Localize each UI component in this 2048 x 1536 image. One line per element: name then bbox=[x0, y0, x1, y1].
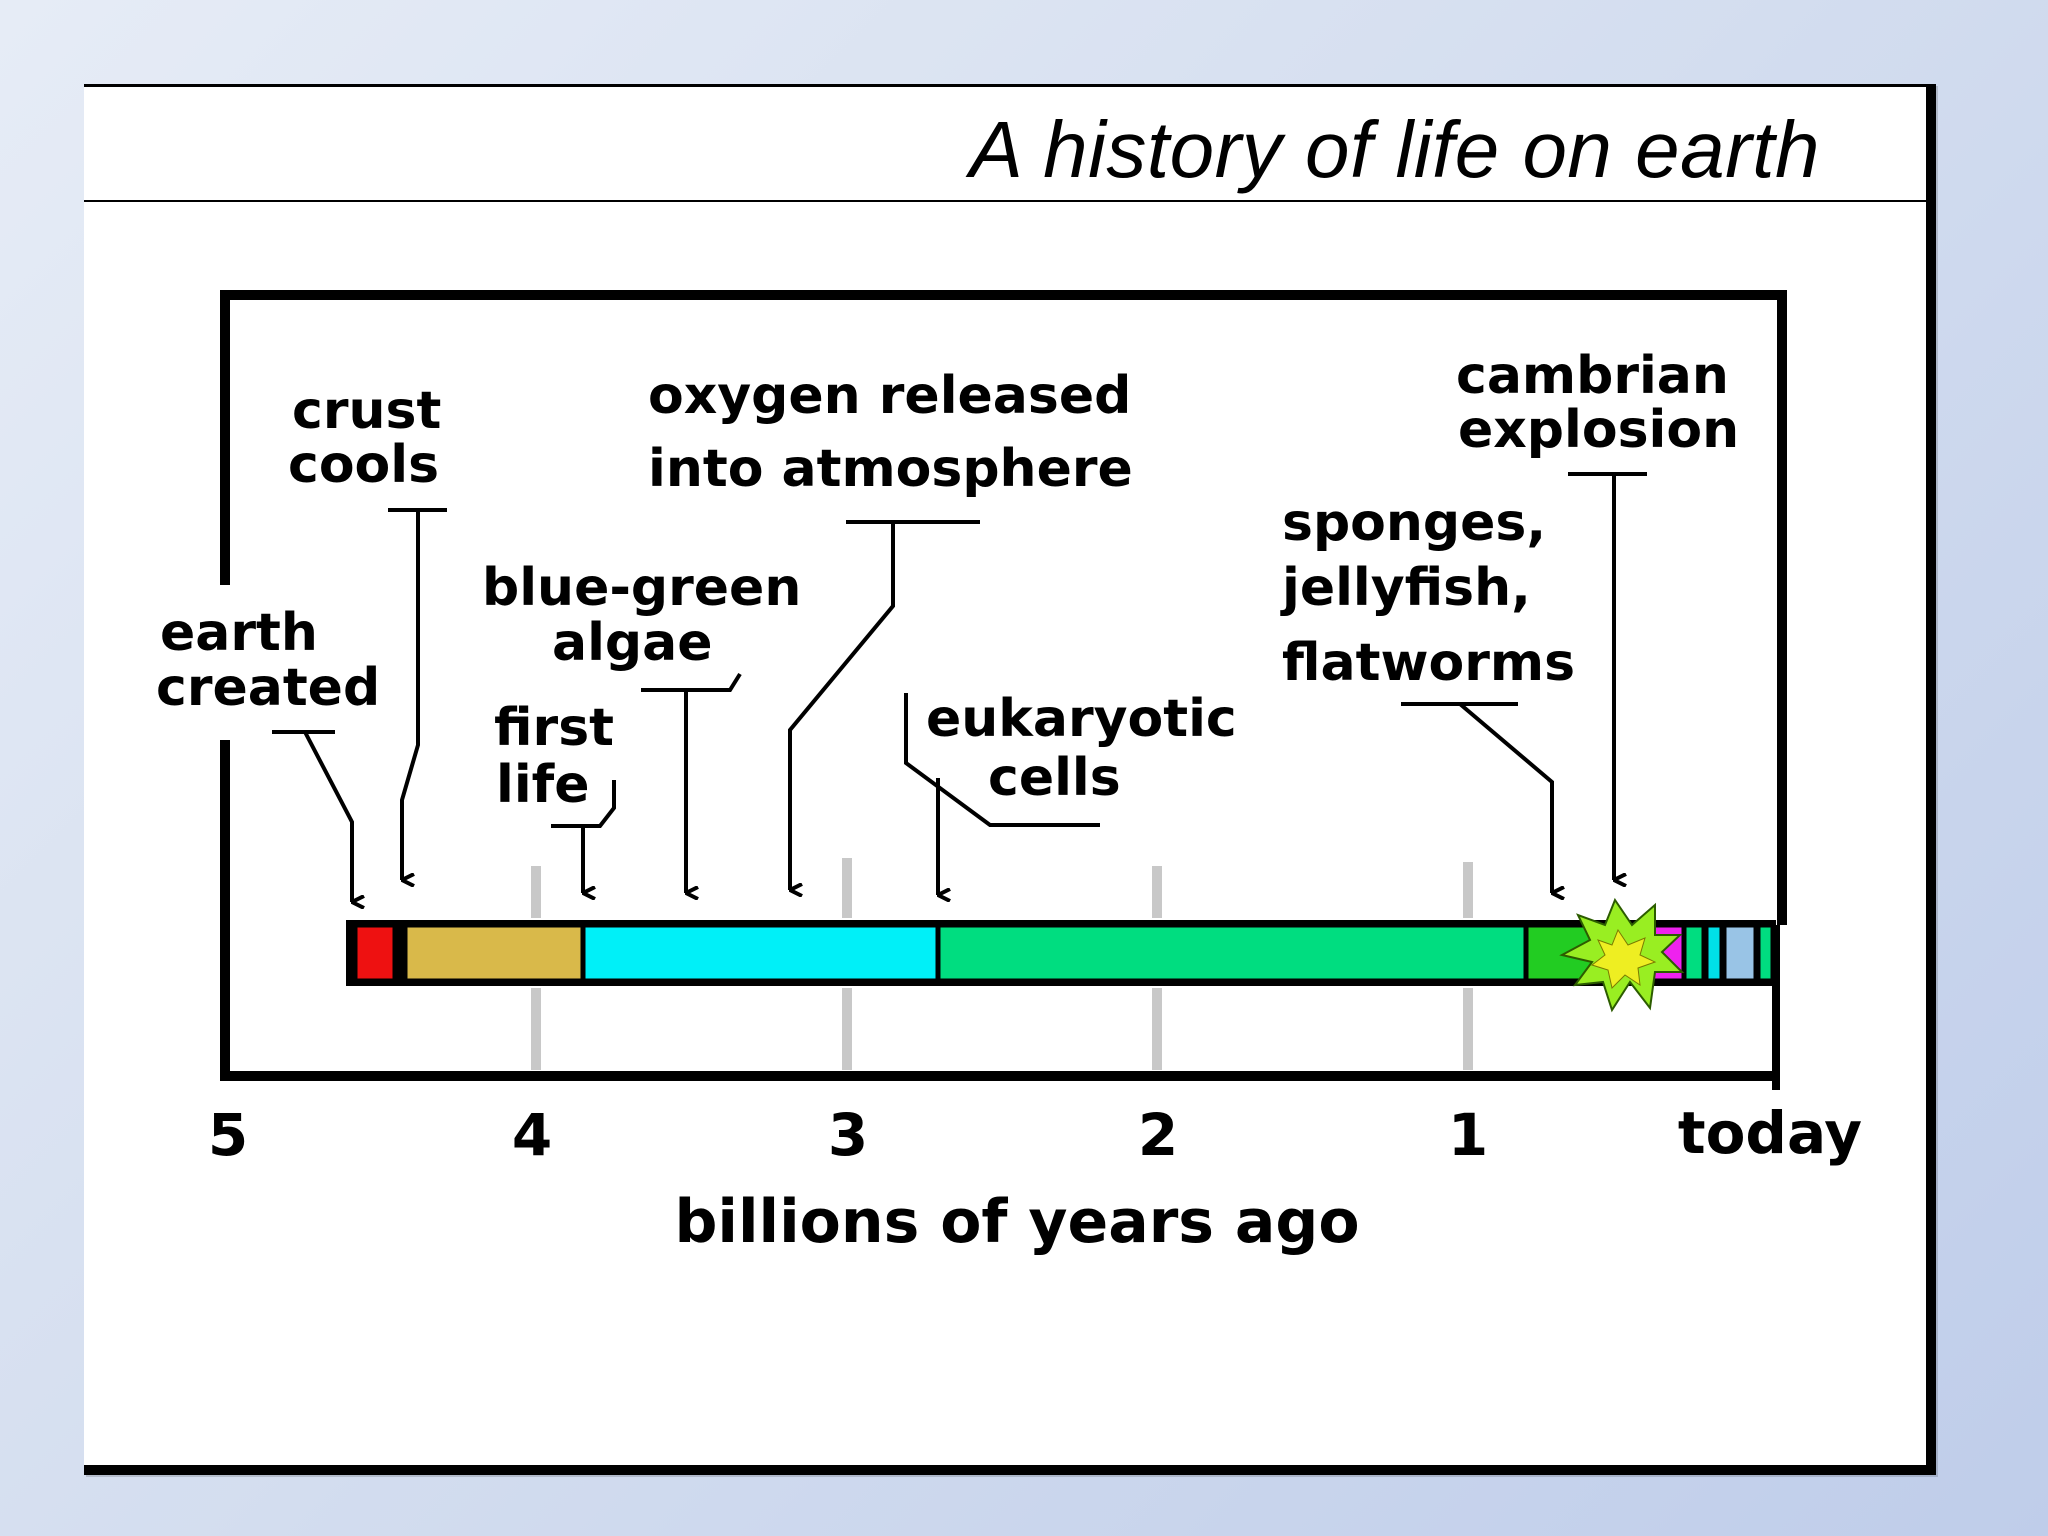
label-eukaryotic-line1: eukaryotic bbox=[926, 689, 1237, 749]
arrow-oxygen-released bbox=[790, 520, 980, 890]
grid-lines bbox=[531, 858, 1473, 1070]
label-eukaryotic-line2: cells bbox=[988, 748, 1121, 808]
tick-1: 1 bbox=[1448, 1101, 1488, 1169]
tick-2: 2 bbox=[1138, 1101, 1178, 1169]
arrow-first-life bbox=[551, 780, 616, 893]
arrow-blue-green-algae bbox=[641, 672, 742, 893]
label-sponges-line1: sponges, bbox=[1282, 493, 1546, 553]
segment-earth-formation bbox=[354, 924, 396, 982]
label-cambrian-line2: explosion bbox=[1458, 400, 1739, 460]
slide-background bbox=[84, 84, 1936, 1475]
label-first-life-line1: first bbox=[494, 698, 614, 758]
tick-3: 3 bbox=[828, 1101, 868, 1169]
timeline-bar bbox=[346, 920, 1776, 986]
segment-crust bbox=[404, 924, 584, 982]
leader-lines bbox=[272, 472, 1647, 902]
arrow-eukaryotic-cells bbox=[904, 693, 1100, 895]
tick-5: 5 bbox=[208, 1101, 248, 1169]
x-axis-label: billions of years ago bbox=[674, 1187, 1359, 1257]
slide-title: A history of life on earth bbox=[969, 105, 1820, 194]
title-rule bbox=[84, 200, 1926, 202]
segment-early-life bbox=[582, 924, 939, 982]
arrow-earth-created bbox=[272, 730, 352, 902]
label-oxygen-line2: into atmosphere bbox=[648, 439, 1133, 499]
cambrian-burst-icon bbox=[1559, 897, 1685, 1013]
axis-ticks: 5 4 3 2 1 today bbox=[208, 1099, 1862, 1169]
segment-recent-3 bbox=[1723, 924, 1757, 982]
tick-today: today bbox=[1678, 1099, 1862, 1167]
event-labels: earth created crust cools first life blu… bbox=[156, 346, 1739, 815]
label-sponges-line3: flatworms bbox=[1282, 633, 1575, 693]
tick-4: 4 bbox=[512, 1101, 552, 1169]
label-blue-green-algae-line1: blue-green bbox=[482, 558, 801, 618]
label-blue-green-algae-line2: algae bbox=[552, 613, 713, 673]
arrow-crust-cools bbox=[388, 508, 447, 880]
label-cambrian-line1: cambrian bbox=[1456, 346, 1729, 406]
label-crust-cools-line2: cools bbox=[288, 435, 439, 495]
segment-recent-2 bbox=[1705, 924, 1723, 982]
label-first-life-line2: life bbox=[496, 755, 590, 815]
label-earth-created-line1: earth bbox=[160, 603, 318, 663]
label-crust-cools-line1: crust bbox=[292, 381, 441, 441]
arrow-sponges bbox=[1401, 702, 1552, 893]
segment-eukaryotic-era bbox=[937, 924, 1527, 982]
label-earth-created-line2: created bbox=[156, 658, 380, 718]
segment-recent-1 bbox=[1683, 924, 1705, 982]
arrow-cambrian-explosion bbox=[1568, 472, 1647, 880]
label-sponges-line2: jellyfish, bbox=[1280, 558, 1531, 618]
segment-recent-4 bbox=[1757, 924, 1774, 982]
label-oxygen-line1: oxygen released bbox=[648, 366, 1131, 426]
